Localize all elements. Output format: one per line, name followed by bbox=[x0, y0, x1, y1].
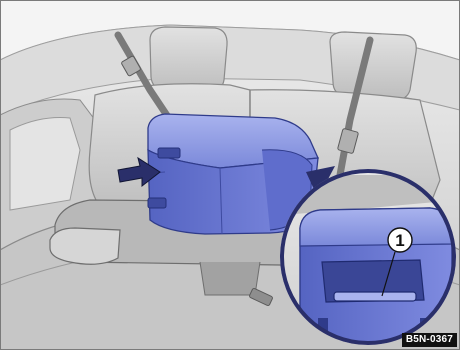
armrest-release-handle bbox=[334, 292, 416, 301]
callout-number-1: 1 bbox=[395, 231, 404, 250]
figure-code-label: B5N-0367 bbox=[402, 333, 457, 347]
left-headrest bbox=[150, 27, 227, 92]
inset-armrest-lid bbox=[300, 208, 452, 246]
armrest-support bbox=[200, 262, 260, 295]
left-window bbox=[10, 118, 80, 211]
armrest-lower-slot bbox=[148, 198, 166, 208]
armrest-release-slot bbox=[158, 148, 180, 158]
right-headrest bbox=[330, 32, 416, 100]
armrest-front-pad bbox=[50, 228, 120, 264]
